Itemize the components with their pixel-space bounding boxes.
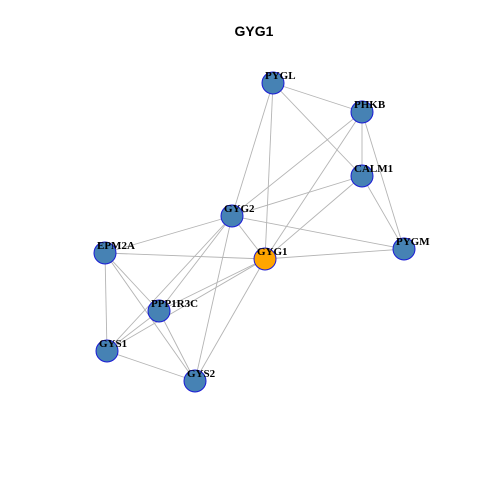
node-label-gys1: GYS1 bbox=[99, 338, 127, 350]
node-pygm: PYGM bbox=[392, 236, 430, 261]
node-ppp1r3c: PPP1R3C bbox=[147, 298, 198, 323]
edge-calm1-pygm bbox=[361, 175, 405, 250]
node-circle-gyg2 bbox=[220, 204, 244, 228]
edge-pygl-calm1 bbox=[272, 82, 363, 177]
node-circle-pygl bbox=[261, 71, 285, 95]
node-circle-phkb bbox=[350, 100, 374, 124]
node-gyg2: GYG2 bbox=[220, 203, 255, 228]
node-gys1: GYS1 bbox=[95, 338, 127, 363]
edge-gyg1-pygm bbox=[264, 248, 405, 260]
edge-phkb-gyg2 bbox=[231, 111, 363, 217]
node-pygl: PYGL bbox=[261, 70, 296, 95]
edge-calm1-gyg1 bbox=[264, 175, 363, 260]
edge-gyg1-gys1 bbox=[106, 258, 266, 352]
edge-gyg1-gys2 bbox=[194, 258, 266, 382]
edge-gyg2-gys2 bbox=[194, 215, 233, 382]
node-label-phkb: PHKB bbox=[354, 99, 386, 111]
node-label-pygm: PYGM bbox=[396, 236, 430, 248]
node-gys2: GYS2 bbox=[183, 368, 216, 393]
node-circle-epm2a bbox=[93, 241, 117, 265]
edge-epm2a-gys1 bbox=[104, 252, 108, 352]
edge-gyg2-pygm bbox=[231, 215, 405, 250]
edge-epm2a-ppp1r3c bbox=[104, 252, 160, 312]
edge-calm1-gyg2 bbox=[231, 175, 363, 217]
node-circle-gyg1 bbox=[253, 247, 277, 271]
edge-pygl-phkb bbox=[272, 82, 363, 113]
node-label-calm1: CALM1 bbox=[354, 163, 393, 175]
node-circle-ppp1r3c bbox=[147, 299, 171, 323]
edge-gyg1-ppp1r3c bbox=[158, 258, 266, 312]
edge-gyg2-gys1 bbox=[106, 215, 233, 352]
node-phkb: PHKB bbox=[350, 99, 386, 124]
edge-pygl-gyg2 bbox=[231, 82, 274, 217]
node-label-gys2: GYS2 bbox=[187, 368, 216, 380]
edge-gys1-gys2 bbox=[106, 350, 196, 382]
node-label-ppp1r3c: PPP1R3C bbox=[151, 298, 198, 310]
edge-phkb-pygm bbox=[361, 111, 405, 250]
edge-pygl-gyg1 bbox=[264, 82, 274, 260]
node-gyg1: GYG1 bbox=[253, 246, 288, 271]
diagram-title: GYG1 bbox=[235, 23, 274, 39]
edge-phkb-gyg1 bbox=[264, 111, 363, 260]
node-circle-calm1 bbox=[350, 164, 374, 188]
node-calm1: CALM1 bbox=[350, 163, 393, 188]
edge-gyg1-epm2a bbox=[104, 252, 266, 260]
node-label-gyg2: GYG2 bbox=[224, 203, 255, 215]
node-epm2a: EPM2A bbox=[93, 240, 135, 265]
node-label-epm2a: EPM2A bbox=[97, 240, 135, 252]
edge-gyg2-epm2a bbox=[104, 215, 233, 254]
node-circle-pygm bbox=[392, 237, 416, 261]
node-circle-gys2 bbox=[183, 369, 207, 393]
edge-ppp1r3c-gys2 bbox=[158, 310, 196, 382]
edge-gyg2-ppp1r3c bbox=[158, 215, 233, 312]
edge-layer bbox=[104, 82, 405, 382]
node-circle-gys1 bbox=[95, 339, 119, 363]
node-label-gyg1: GYG1 bbox=[257, 246, 288, 258]
node-label-pygl: PYGL bbox=[265, 70, 296, 82]
